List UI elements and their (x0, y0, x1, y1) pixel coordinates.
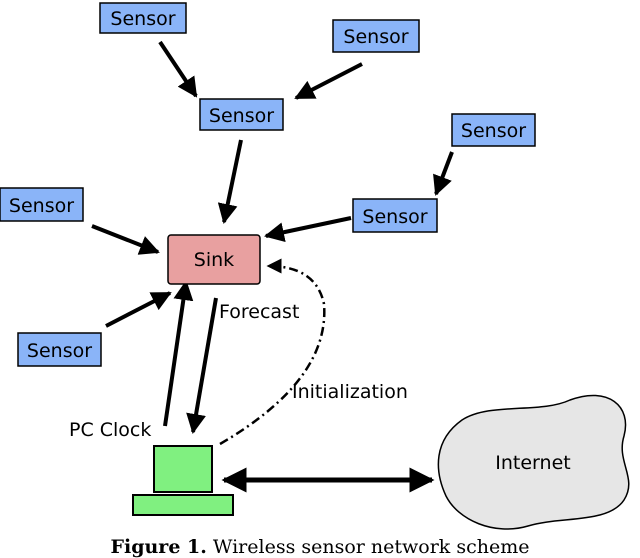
edge-sensor7-to-sink (105, 291, 172, 328)
edge-sensor2-to-sensor3 (294, 62, 363, 100)
edges (91, 40, 454, 493)
forecast-label: Forecast (219, 301, 299, 323)
internet-label: Internet (495, 452, 570, 474)
sensor-node: Sensor (99, 2, 187, 34)
edge-initialization (219, 258, 326, 446)
sink-label: Sink (194, 249, 234, 271)
pc-icon (132, 445, 234, 516)
caption-prefix: Figure 1. (110, 536, 207, 558)
caption-text: Wireless sensor network scheme (212, 536, 530, 558)
edge-pc-to-sink (163, 280, 194, 427)
sensor-node: Sensor (451, 113, 536, 147)
edge-sensor4-to-sensor5 (433, 151, 454, 196)
edge-sink-to-pc-forecast (186, 297, 218, 434)
edge-sensor1-to-sensor3 (158, 40, 198, 98)
edge-sensor5-to-sink (264, 216, 352, 243)
sensor-label: Sensor (27, 340, 92, 362)
sensor-label: Sensor (343, 26, 408, 48)
internet-cloud: Internet (437, 394, 630, 530)
sensor-label: Sensor (362, 206, 427, 228)
sensor-node: Sensor (332, 19, 420, 53)
edge-sensor6-to-sink (91, 224, 160, 255)
sensor-node: Sensor (0, 187, 84, 222)
sensor-node: Sensor (352, 198, 438, 233)
sensor-node: Sensor (199, 98, 284, 131)
pc-clock-label: PC Clock (69, 419, 151, 441)
sensor-label: Sensor (461, 120, 526, 142)
sensor-label: Sensor (9, 195, 74, 217)
sensor-label: Sensor (209, 105, 274, 127)
edge-sensor3-to-sink (217, 139, 243, 224)
figure-caption: Figure 1. Wireless sensor network scheme (0, 536, 640, 558)
sink-node: Sink (167, 234, 261, 285)
initialization-label: Initialization (292, 381, 408, 403)
sensor-label: Sensor (110, 8, 175, 30)
sensor-node: Sensor (17, 332, 102, 367)
